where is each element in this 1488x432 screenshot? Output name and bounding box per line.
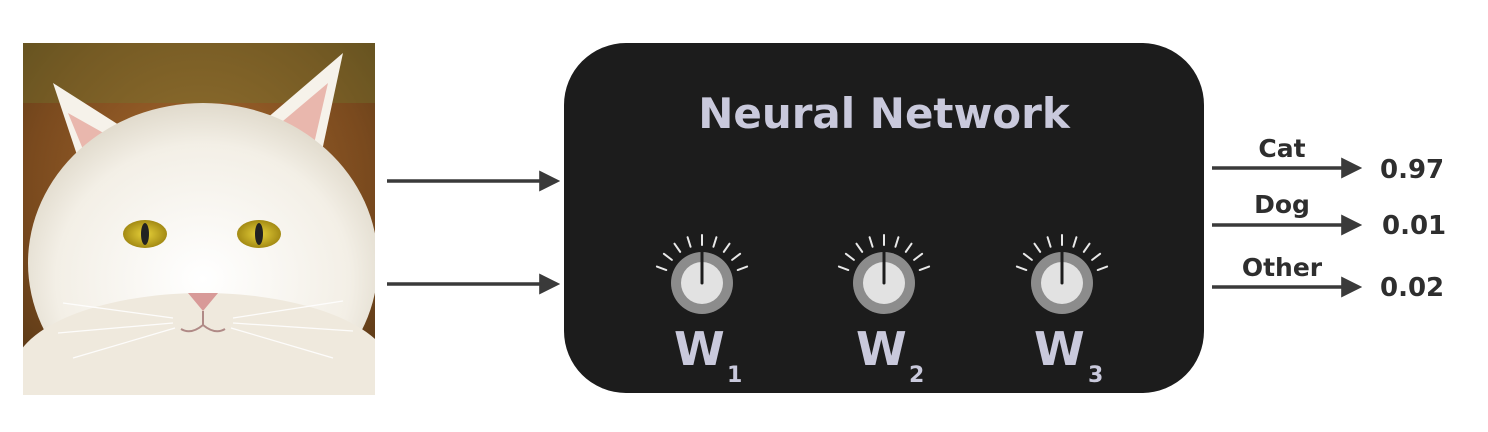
output-label-other: Other	[1242, 253, 1323, 282]
knob-tick	[722, 242, 731, 253]
output-label-dog: Dog	[1254, 190, 1310, 219]
weight-label-3: W	[1034, 322, 1085, 376]
knob-tick	[868, 236, 874, 248]
weight-sub-1: 1	[727, 363, 742, 388]
weight-label-1: W	[674, 322, 725, 376]
network-title: Neural Network	[698, 89, 1071, 138]
knob-tick	[662, 252, 673, 261]
weight-knob-3	[1015, 234, 1109, 314]
knob-tick	[918, 265, 931, 272]
knob-tick	[837, 265, 850, 272]
knob-tick	[736, 265, 749, 272]
weight-label-2: W	[856, 322, 907, 376]
weight-knobs	[655, 234, 1109, 314]
knob-tick	[731, 252, 742, 261]
weight-knob-1	[655, 234, 749, 314]
knob-tick	[1096, 265, 1109, 272]
knob-tick	[673, 242, 682, 253]
output-value-other: 0.02	[1380, 273, 1444, 303]
knob-tick	[1082, 242, 1091, 253]
knob-tick	[1015, 265, 1028, 272]
knob-tick	[1091, 252, 1102, 261]
weight-sub-2: 2	[909, 363, 924, 388]
knob-tick	[1022, 252, 1033, 261]
knob-tick	[913, 252, 924, 261]
knob-tick	[1072, 236, 1078, 248]
cat-image	[23, 43, 375, 395]
output-value-dog: 0.01	[1382, 211, 1446, 241]
knob-tick	[686, 236, 692, 248]
weight-sub-3: 3	[1088, 363, 1103, 388]
output-value-cat: 0.97	[1380, 155, 1444, 185]
knob-tick	[894, 236, 900, 248]
knob-tick	[655, 265, 668, 272]
knob-tick	[1046, 236, 1052, 248]
knob-tick	[855, 242, 864, 253]
knob-tick	[904, 242, 913, 253]
knob-tick	[712, 236, 718, 248]
output-label-cat: Cat	[1258, 134, 1305, 163]
knob-tick	[844, 252, 855, 261]
weight-knob-2	[837, 234, 931, 314]
knob-tick	[1033, 242, 1042, 253]
